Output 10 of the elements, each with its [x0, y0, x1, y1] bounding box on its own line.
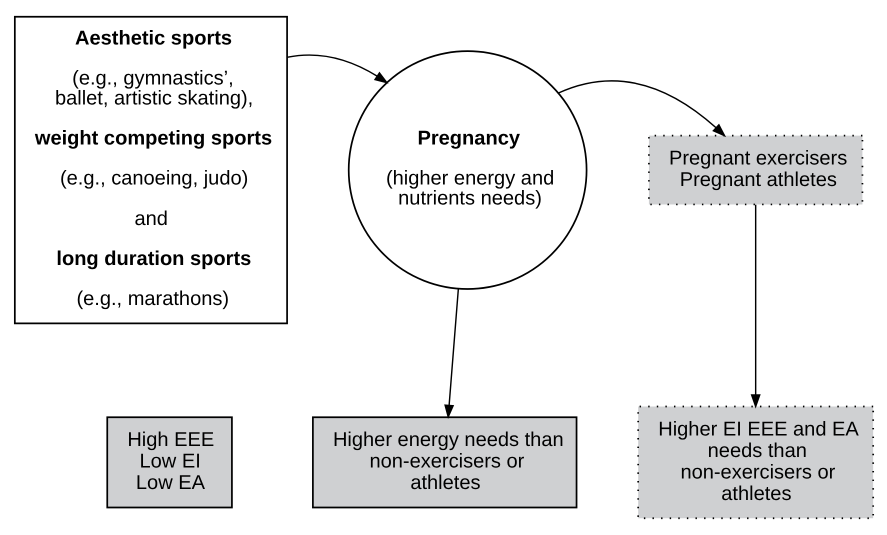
arrow [558, 80, 726, 138]
arrow [444, 288, 459, 420]
node-circle: Pregnancy (higher energy and nutrients needs) [347, 50, 587, 290]
node-box: High EEE Low EI Low EA [106, 416, 232, 508]
arrow [287, 54, 388, 84]
arrow [750, 204, 760, 409]
node-box: Higher energy needs than non-exercisers or athletes [312, 416, 577, 508]
node-box: Aesthetic sports (e.g., gymnastics’, ballet, artistic skating), weight competing sports (e.g., canoeing, judo) and long duration sports (e.g., marathons) [13, 16, 288, 324]
node-box: Pregnant exercisers Pregnant athletes [648, 134, 863, 206]
node-box: Higher EI EEE and EA needs than non-exercisers or athletes [636, 406, 874, 520]
